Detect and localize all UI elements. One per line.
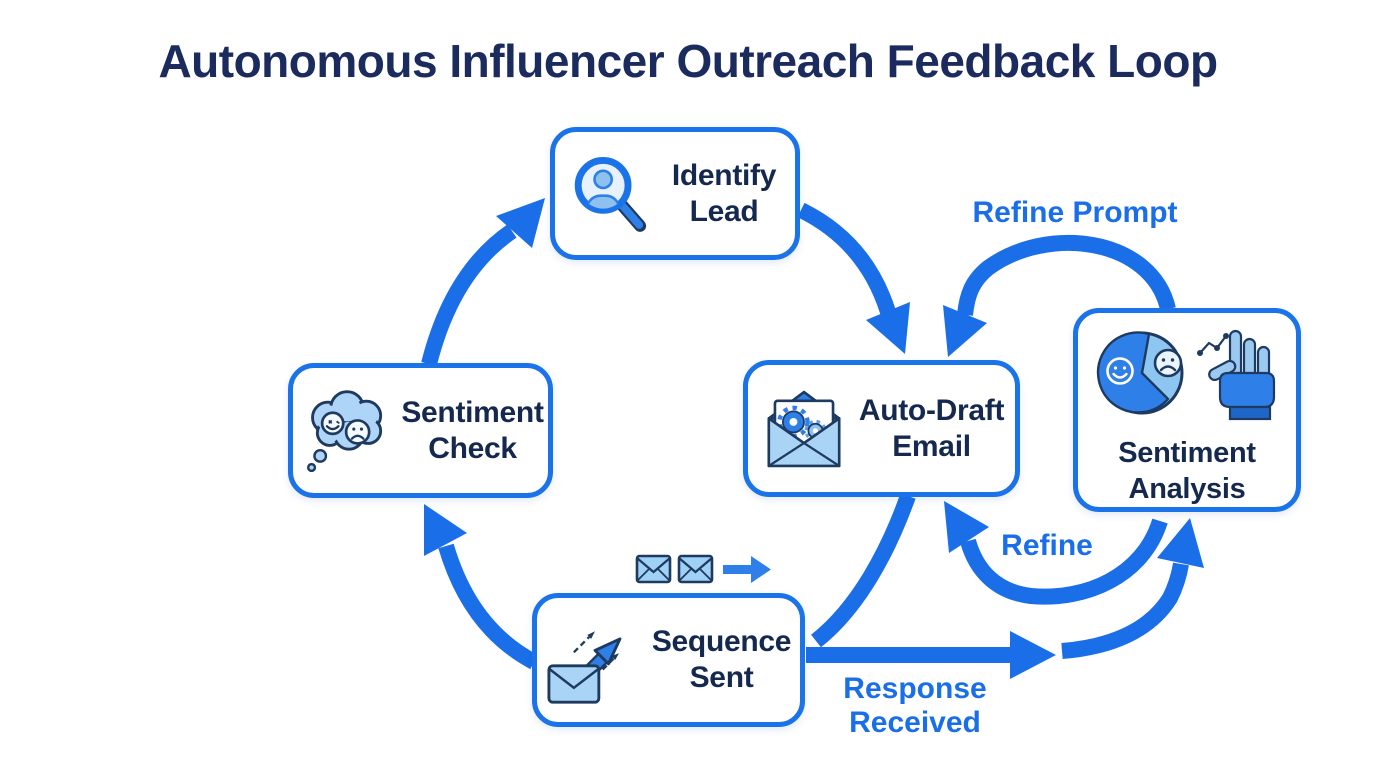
outgoing-emails-glyph: [635, 551, 785, 589]
mini-line-chart-glyph: [1197, 333, 1229, 356]
sentiment-check-label: Sentiment Check: [401, 395, 544, 465]
arrow-refine-curve: [944, 501, 1168, 605]
identify-lead-label: Identify Lead: [671, 158, 777, 228]
response-received-line1: Response: [843, 672, 987, 705]
node-auto-draft-email: Auto-Draft Email: [743, 360, 1020, 497]
response-received-line2: Received: [849, 706, 981, 739]
envelope-gears-icon: [760, 383, 848, 475]
page-title: Autonomous Influencer Outreach Feedback …: [158, 35, 1218, 87]
refine-label: Refine: [1001, 529, 1093, 562]
mini-right-arrow-icon: [723, 556, 771, 583]
thought-bubble-faces-icon: [301, 379, 397, 483]
arrow-response-to-sentiment-analysis: [1061, 518, 1204, 659]
arrow-response-received: [806, 631, 1056, 679]
mini-envelope-icon: [677, 554, 714, 584]
node-sentiment-analysis: Sentiment Analysis: [1073, 308, 1301, 512]
envelope-send-arrow-icon: [547, 610, 643, 710]
arrow-refine-prompt-curve: [943, 234, 1176, 357]
mini-envelope-icon: [635, 554, 672, 584]
node-identify-lead: Identify Lead: [550, 127, 800, 260]
auto-draft-email-label: Auto-Draft Email: [858, 393, 1005, 463]
node-sentiment-check: Sentiment Check: [288, 363, 553, 498]
pie-chart-robot-hand-icon: [1084, 323, 1290, 429]
arrow-auto-draft-to-sequence-sent: [810, 493, 916, 648]
arrow-sequence-sent-to-sentiment-check: [424, 504, 538, 670]
refine-prompt-label: Refine Prompt: [972, 196, 1178, 229]
arrow-identify-lead-to-auto-draft: [797, 202, 910, 354]
sequence-sent-label: Sequence Sent: [651, 625, 792, 694]
magnifier-person-icon: [567, 146, 653, 242]
arrow-sentiment-check-to-identify-lead: [421, 198, 545, 366]
node-sequence-sent: Sequence Sent: [532, 593, 805, 727]
response-received-label: Response Received: [843, 672, 986, 740]
sentiment-analysis-label: Sentiment Analysis: [1118, 437, 1256, 505]
